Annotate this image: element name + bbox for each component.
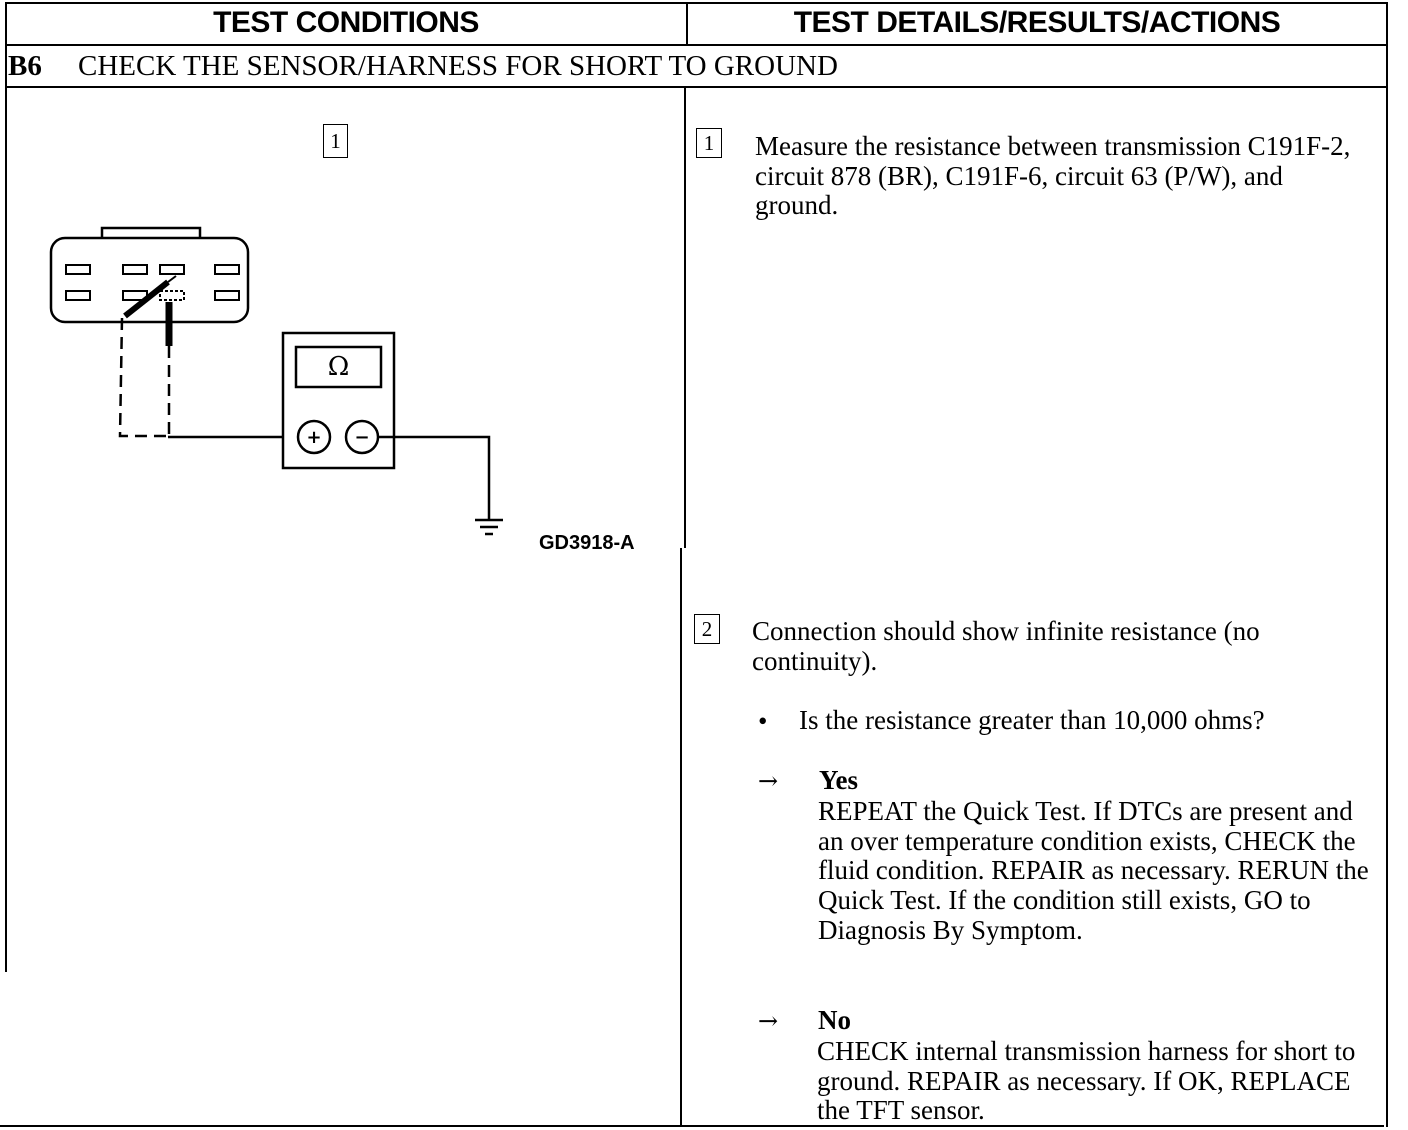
yes-arrow-icon: →	[758, 767, 779, 795]
ohmmeter-display	[294, 345, 383, 389]
column-divider	[684, 88, 686, 548]
step1-text: Measure the resistance between transmiss…	[755, 131, 1351, 221]
no-label: No	[818, 1005, 851, 1035]
step-code: B6	[8, 49, 42, 82]
ohm-symbol: Ω	[327, 352, 350, 382]
header-divider	[6, 44, 1388, 46]
dashed-lead-1	[118, 317, 168, 438]
top-border	[6, 2, 1388, 4]
test-details-header: TEST DETAILS/RESULTS/ACTIONS	[793, 6, 1281, 39]
connector-pins-row-1	[65, 264, 240, 275]
probe-1	[123, 279, 170, 319]
diagram-step-marker: 1	[323, 124, 348, 158]
column-divider-lower	[680, 548, 682, 1127]
step-row-divider	[6, 86, 1388, 88]
bottom-border	[0, 1125, 1384, 1127]
bullet-icon: •	[758, 706, 768, 736]
plus-symbol: +	[306, 426, 322, 448]
test-conditions-header: TEST CONDITIONS	[213, 6, 479, 39]
no-action: CHECK internal transmission harness for …	[817, 1036, 1356, 1126]
left-border	[5, 2, 7, 972]
yes-action: REPEAT the Quick Test. If DTCs are prese…	[818, 796, 1369, 945]
plus-terminal	[296, 419, 332, 455]
step-title: CHECK THE SENSOR/HARNESS FOR SHORT TO GR…	[78, 49, 838, 82]
ground-lead	[378, 435, 491, 520]
right-border	[1386, 2, 1388, 1127]
yes-label: Yes	[819, 765, 858, 795]
step2-text: Connection should show infinite resistan…	[752, 616, 1260, 676]
header-column-divider	[686, 2, 688, 46]
connector-body	[49, 236, 250, 324]
step2-marker: 2	[694, 614, 720, 644]
step1-marker: 1	[696, 128, 722, 158]
no-arrow-icon: →	[758, 1007, 779, 1035]
ground-symbol	[475, 518, 503, 536]
minus-symbol: −	[354, 426, 370, 448]
question-text: Is the resistance greater than 10,000 oh…	[799, 705, 1265, 735]
step-title-row: B6 CHECK THE SENSOR/HARNESS FOR SHORT TO…	[8, 47, 838, 85]
connector-pins-row-2	[65, 290, 240, 301]
figure-id: GD3918-A	[539, 532, 635, 554]
connector-ohmmeter-diagram	[49, 226, 503, 536]
